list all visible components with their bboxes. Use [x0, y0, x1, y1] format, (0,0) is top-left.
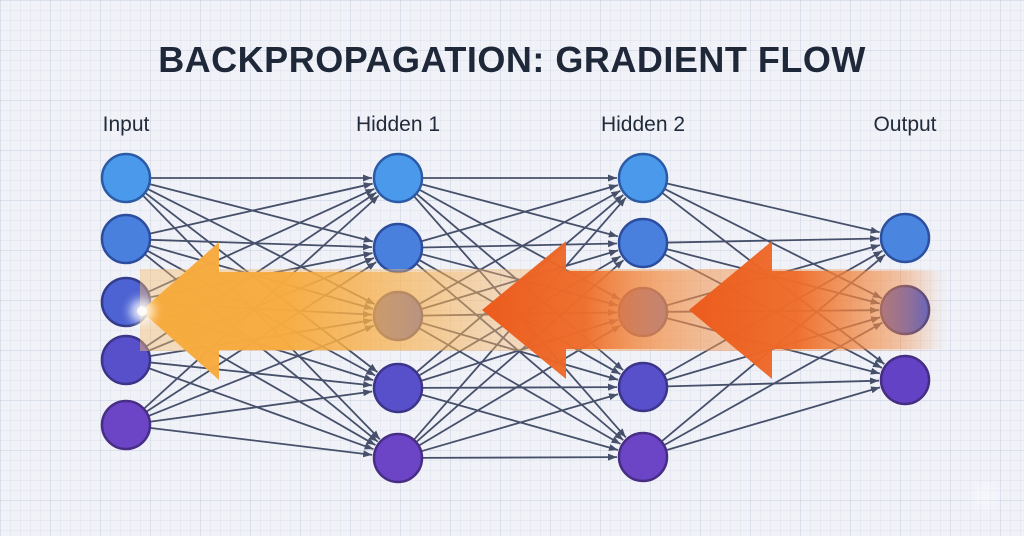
connection-line: [421, 453, 618, 461]
layer-label-output: Output: [873, 113, 937, 136]
gradient-flow-arrows: [141, 241, 948, 380]
connection-line: [420, 184, 619, 243]
connection-line: [420, 393, 619, 453]
neuron-node: [100, 334, 152, 386]
connection-line: [149, 361, 373, 388]
connection-line: [666, 235, 880, 244]
layer-label-hidden-1: Hidden 1: [355, 113, 441, 136]
layer-label-input: Input: [102, 113, 150, 136]
neuron-node: [372, 432, 424, 484]
connection-line: [421, 383, 618, 391]
diagram-title: BACKPROPAGATION: GRADIENT FLOW: [158, 39, 866, 80]
watermark-icon: [972, 483, 998, 509]
neuron-node: [617, 361, 669, 413]
neuron-node: [100, 213, 152, 265]
connection-line: [149, 183, 374, 243]
neuron-node: [100, 399, 152, 451]
neuron-node: [617, 152, 669, 204]
connection-line: [420, 183, 619, 238]
neuron-node: [372, 152, 424, 204]
connection-line: [148, 367, 374, 451]
connection-line: [149, 182, 373, 235]
connection-line: [149, 426, 373, 458]
connection-line: [666, 182, 880, 234]
gradient-flow-arrow-icon: [689, 241, 948, 379]
gradient-flow-arrow-icon: [482, 241, 728, 379]
connection-line: [665, 386, 881, 452]
neuron-node: [879, 354, 931, 406]
neuron-node: [372, 222, 424, 274]
arrow-tip-glow-core: [137, 306, 147, 316]
neuron-node: [879, 212, 931, 264]
connection-line: [149, 389, 373, 423]
neuron-node: [372, 362, 424, 414]
neuron-node: [100, 152, 152, 204]
connection-line: [149, 238, 373, 251]
layer-label-hidden-2: Hidden 2: [600, 113, 686, 136]
neuron-node: [617, 431, 669, 483]
neuron-node: [617, 217, 669, 269]
gradient-flow-arrow-icon: [141, 242, 505, 380]
